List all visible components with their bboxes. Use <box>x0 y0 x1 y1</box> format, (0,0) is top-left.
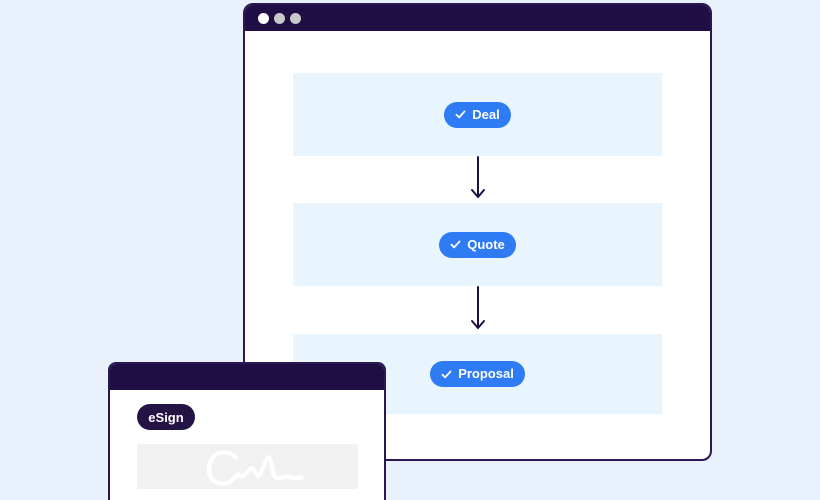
signature-pad[interactable] <box>137 444 358 489</box>
proposal-step-label: Proposal <box>458 366 514 381</box>
browser-window-titlebar <box>245 5 710 31</box>
arrow-down-icon <box>470 286 485 329</box>
window-dot-icon[interactable] <box>258 12 269 24</box>
window-dot-icon[interactable] <box>274 12 285 24</box>
esign-window-body: eSign <box>110 404 384 489</box>
proposal-step-button[interactable]: Proposal <box>430 361 525 387</box>
quote-step-label: Quote <box>467 236 505 252</box>
workflow-step-row: Quote <box>293 203 662 286</box>
flow-connector <box>245 156 710 203</box>
check-icon <box>441 370 452 378</box>
window-dot-icon[interactable] <box>290 12 301 24</box>
check-icon <box>450 240 461 249</box>
esign-window: eSign <box>108 362 386 500</box>
deal-step-button[interactable]: Deal <box>444 101 511 128</box>
signature-squiggle <box>206 450 304 486</box>
deal-step-label: Deal <box>472 106 500 122</box>
esign-badge: eSign <box>137 404 195 430</box>
quote-step-button[interactable]: Quote <box>439 231 516 258</box>
workflow-step-row: Deal <box>293 73 662 156</box>
arrow-down-icon <box>470 156 485 198</box>
esign-window-titlebar <box>110 364 384 390</box>
check-icon <box>455 110 466 119</box>
flow-connector <box>245 286 710 334</box>
